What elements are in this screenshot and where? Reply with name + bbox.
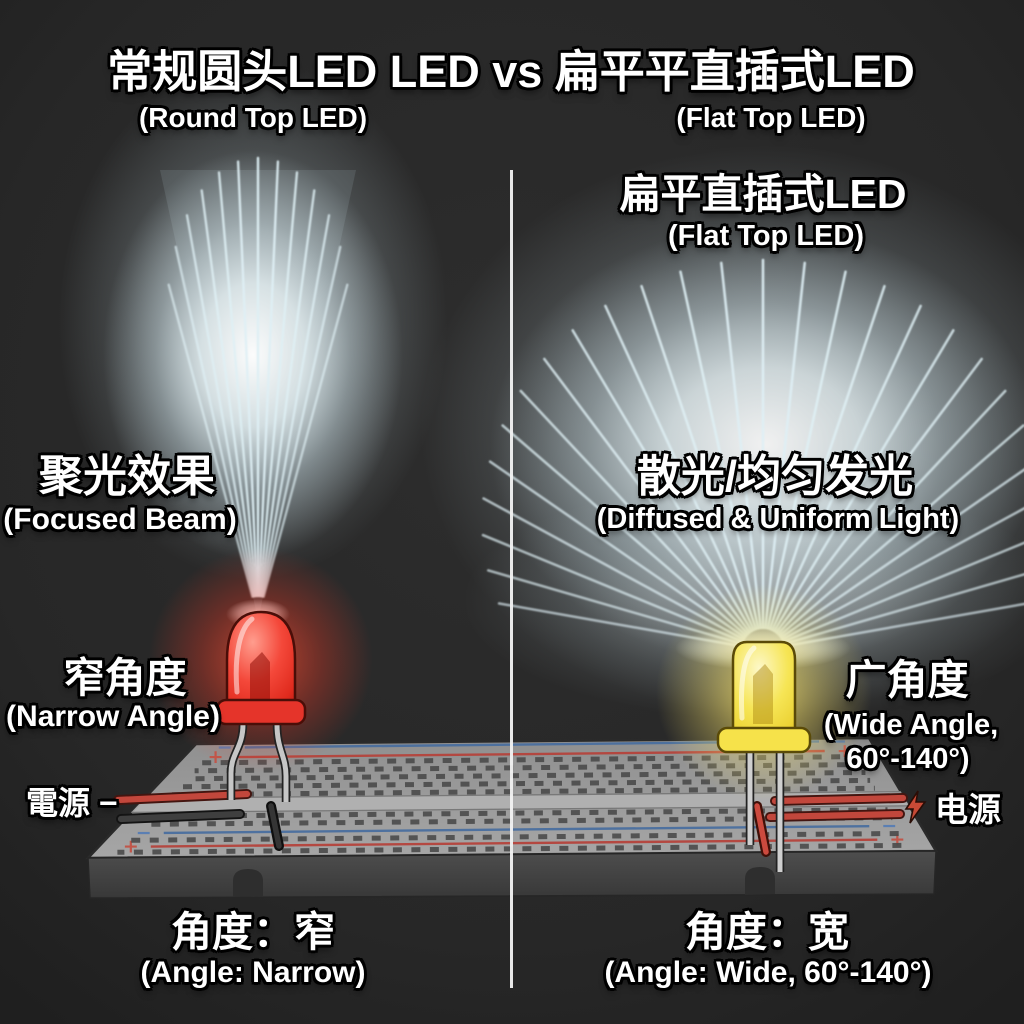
subtitle-round-top: (Round Top LED) bbox=[138, 102, 368, 133]
right-angle-en-2: 60°-140°) bbox=[846, 743, 970, 775]
left-bottom-en: (Angle: Narrow) bbox=[140, 956, 366, 989]
power-wires-right bbox=[752, 793, 908, 857]
right-power-label: 电源 bbox=[935, 791, 1001, 828]
right-beam-label-cn: 散光/均匀发光 bbox=[636, 452, 914, 501]
breadboard-notch bbox=[233, 869, 263, 897]
left-bottom-cn: 角度：窄 bbox=[171, 909, 335, 955]
red-wire-left bbox=[114, 790, 251, 804]
divider-line bbox=[510, 170, 513, 988]
red-wire-right-top bbox=[771, 794, 907, 805]
right-angle-cn: 广角度 bbox=[845, 657, 969, 703]
led-flange bbox=[716, 726, 812, 754]
led-leg bbox=[228, 723, 246, 800]
led-flange bbox=[215, 698, 307, 726]
left-power-label: 電源 − bbox=[26, 785, 118, 821]
right-power-group: 电源 bbox=[903, 783, 1001, 831]
right-bottom-cn: 角度：宽 bbox=[685, 909, 849, 955]
lightning-icon bbox=[904, 790, 927, 824]
breadboard-notch bbox=[745, 867, 775, 895]
focused-beam bbox=[58, 60, 448, 629]
left-beam-label-en: (Focused Beam) bbox=[3, 503, 237, 536]
left-angle-cn: 窄角度 bbox=[63, 655, 187, 701]
black-wire-left bbox=[117, 810, 244, 823]
main-title: 常规圆头LED LED vs 扁平平直插式LED bbox=[107, 46, 915, 97]
red-wire-right-bottom bbox=[766, 810, 904, 821]
black-jumper bbox=[268, 803, 282, 849]
power-wires-left bbox=[113, 789, 284, 851]
right-heading-en: (Flat Top LED) bbox=[668, 220, 864, 252]
right-beam-label-en: (Diffused & Uniform Light) bbox=[596, 503, 960, 535]
flat-top-led bbox=[656, 584, 872, 872]
diffused-beam bbox=[420, 145, 1024, 720]
right-bottom-en: (Angle: Wide, 60°-140°) bbox=[604, 956, 932, 989]
led-leg bbox=[274, 723, 289, 802]
right-angle-en-1: (Wide Angle, bbox=[823, 709, 999, 741]
left-beam-label-cn: 聚光效果 bbox=[39, 452, 215, 501]
right-heading-cn: 扁平直插式LED bbox=[619, 171, 907, 217]
round-top-led bbox=[149, 548, 373, 802]
led-body bbox=[731, 640, 797, 732]
red-jumper bbox=[754, 803, 769, 855]
led-electrode bbox=[753, 664, 773, 724]
led-electrode bbox=[250, 652, 270, 700]
left-angle-en: (Narrow Angle) bbox=[6, 700, 220, 733]
subtitle-flat-top: (Flat Top LED) bbox=[676, 102, 866, 133]
